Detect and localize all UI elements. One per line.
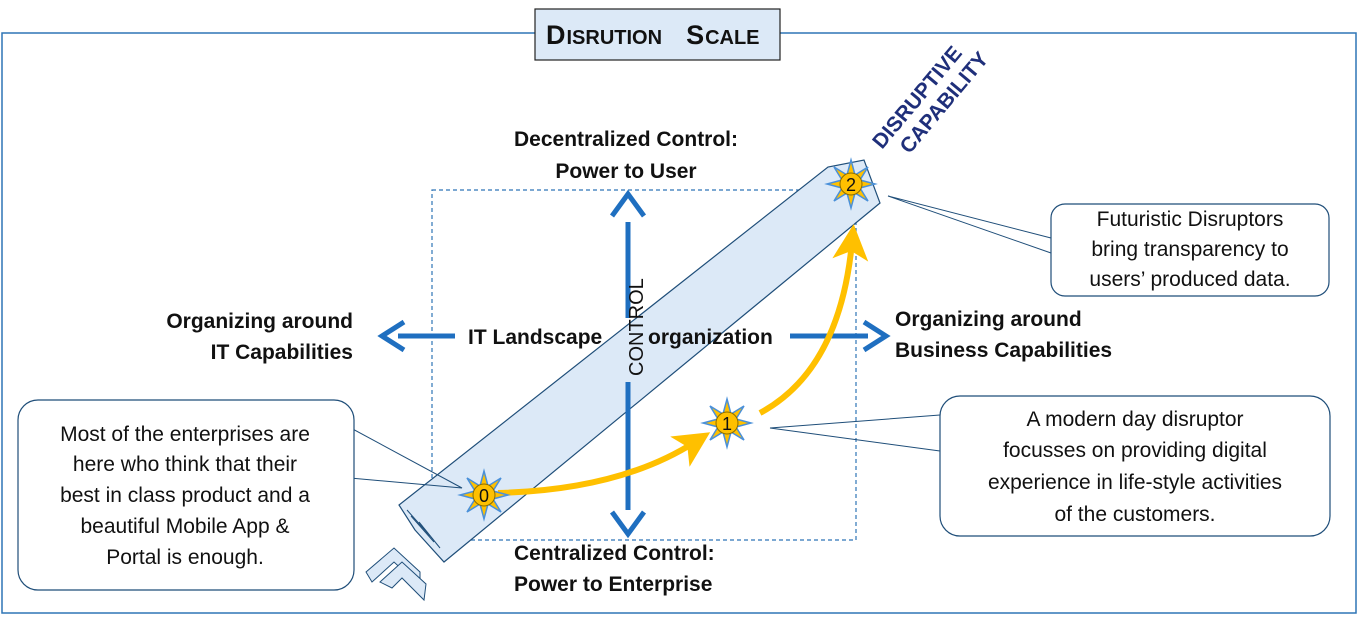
svg-text:0: 0 — [479, 486, 489, 506]
sun-marker-0: 0 — [459, 470, 509, 520]
svg-text:of the customers.: of the customers. — [1054, 503, 1215, 526]
svg-text:1: 1 — [722, 414, 732, 434]
callout-right-top: Futuristic Disruptors bring transparency… — [1050, 203, 1330, 297]
svg-text:experience in life-style activ: experience in life-style activities — [988, 471, 1282, 494]
progress-arrow-0-to-1 — [497, 432, 711, 496]
axis-arrows — [377, 189, 891, 539]
svg-text:Power to User: Power to User — [555, 160, 696, 183]
callout-right-mid: A modern day disruptor focusses on provi… — [939, 395, 1331, 537]
progress-arrow-1-to-2 — [758, 224, 869, 416]
quadrant-box — [431, 189, 857, 541]
svg-text:bring transparency to: bring transparency to — [1091, 238, 1288, 261]
sun-marker-1: 1 — [702, 398, 752, 448]
svg-text:Organizing around: Organizing around — [895, 308, 1082, 331]
svg-text:2: 2 — [846, 175, 856, 195]
svg-text:best in class product and a: best in class product and a — [60, 484, 310, 507]
axis-label-bottom: Centralized Control: Power to Enterprise — [514, 542, 715, 596]
svg-text:Centralized Control:: Centralized Control: — [514, 542, 715, 565]
axis-label-top: Decentralized Control: Power to User — [514, 128, 738, 183]
diagonal-label: DISRUPTIVE CAPABILITY — [868, 42, 993, 158]
svg-text:Portal is enough.: Portal is enough. — [106, 546, 264, 569]
chevron-icon — [379, 561, 427, 602]
svg-text:A modern day disruptor: A modern day disruptor — [1026, 408, 1243, 431]
svg-text:users’ produced data.: users’ produced data. — [1089, 268, 1290, 291]
axis-label-left: Organizing around IT Capabilities — [166, 310, 353, 364]
callout-left: Most of the enterprises are here who thi… — [17, 399, 355, 591]
sun-marker-2: 2 — [826, 159, 876, 209]
svg-text:IT Capabilities: IT Capabilities — [211, 341, 353, 364]
svg-text:beautiful Mobile App &: beautiful Mobile App & — [81, 515, 290, 538]
center-label-left: IT Landscape — [468, 326, 602, 349]
callout-pointers — [322, 195, 1052, 489]
svg-text:Futuristic Disruptors: Futuristic Disruptors — [1097, 208, 1284, 231]
svg-text:Business Capabilities: Business Capabilities — [895, 339, 1112, 362]
svg-text:here who think that their: here who think that their — [73, 453, 297, 476]
center-label-right: organization — [648, 326, 773, 349]
svg-text:focusses on providing digital: focusses on providing digital — [1003, 439, 1267, 462]
disruptive-capability-band — [365, 159, 881, 602]
svg-text:Power to Enterprise: Power to Enterprise — [514, 573, 712, 596]
axis-label-right: Organizing around Business Capabilities — [895, 308, 1112, 362]
center-label-vertical: CONTROL — [626, 278, 648, 376]
svg-text:Organizing around: Organizing around — [166, 310, 353, 333]
svg-text:Most of the enterprises are: Most of the enterprises are — [60, 423, 310, 446]
svg-text:Decentralized Control:: Decentralized Control: — [514, 128, 738, 151]
